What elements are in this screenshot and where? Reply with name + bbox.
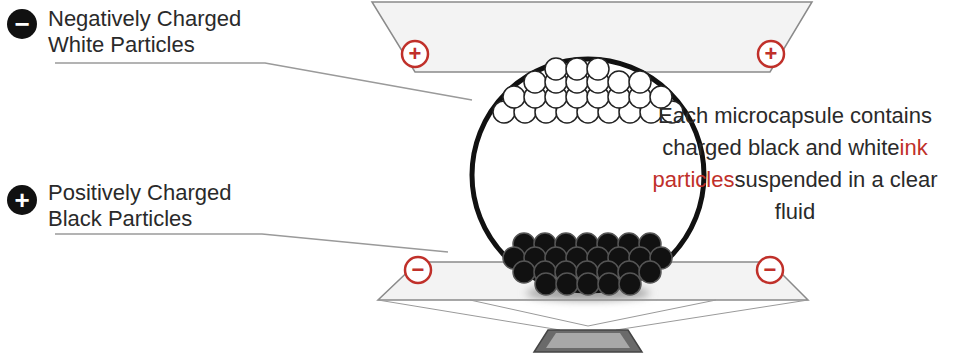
viewer-screen xyxy=(534,330,642,352)
charge-circle xyxy=(757,257,783,283)
part-label: Positively Charged Black Particles xyxy=(48,180,288,232)
particle xyxy=(639,261,661,283)
particle xyxy=(524,71,546,93)
particle xyxy=(535,273,557,295)
black-particles xyxy=(503,233,672,295)
particle xyxy=(608,71,630,93)
viewer-screen-face xyxy=(546,333,630,348)
particle xyxy=(556,273,578,295)
leader-line xyxy=(55,63,472,100)
part-label: Negatively Charged White Particles xyxy=(48,6,288,58)
particle xyxy=(545,58,567,80)
charge-circle xyxy=(402,41,428,67)
charge-circle xyxy=(758,41,784,67)
particle xyxy=(513,261,535,283)
leader-line xyxy=(55,234,448,252)
charge-sign: − xyxy=(7,9,37,39)
particle xyxy=(587,58,609,80)
description-text: Each microcapsule contains charged black… xyxy=(658,103,932,160)
description-text: suspended in a clear fluid xyxy=(734,167,937,224)
charge-icon xyxy=(7,185,37,215)
charge-sign: − xyxy=(757,257,783,283)
charge-sign: + xyxy=(7,185,37,215)
projection-line xyxy=(378,300,808,330)
particle xyxy=(619,273,641,295)
charge-icon xyxy=(7,9,37,39)
charge-sign: + xyxy=(758,41,784,67)
white-particles xyxy=(493,58,683,123)
particle xyxy=(598,273,620,295)
particle xyxy=(503,86,525,108)
charge-sign: + xyxy=(402,41,428,67)
description: Each microcapsule contains charged black… xyxy=(650,100,940,228)
particle xyxy=(566,58,588,80)
particle xyxy=(577,273,599,295)
charge-sign: − xyxy=(405,257,431,283)
bottom-electrode xyxy=(378,262,808,300)
particle xyxy=(629,71,651,93)
charge-circle xyxy=(405,257,431,283)
